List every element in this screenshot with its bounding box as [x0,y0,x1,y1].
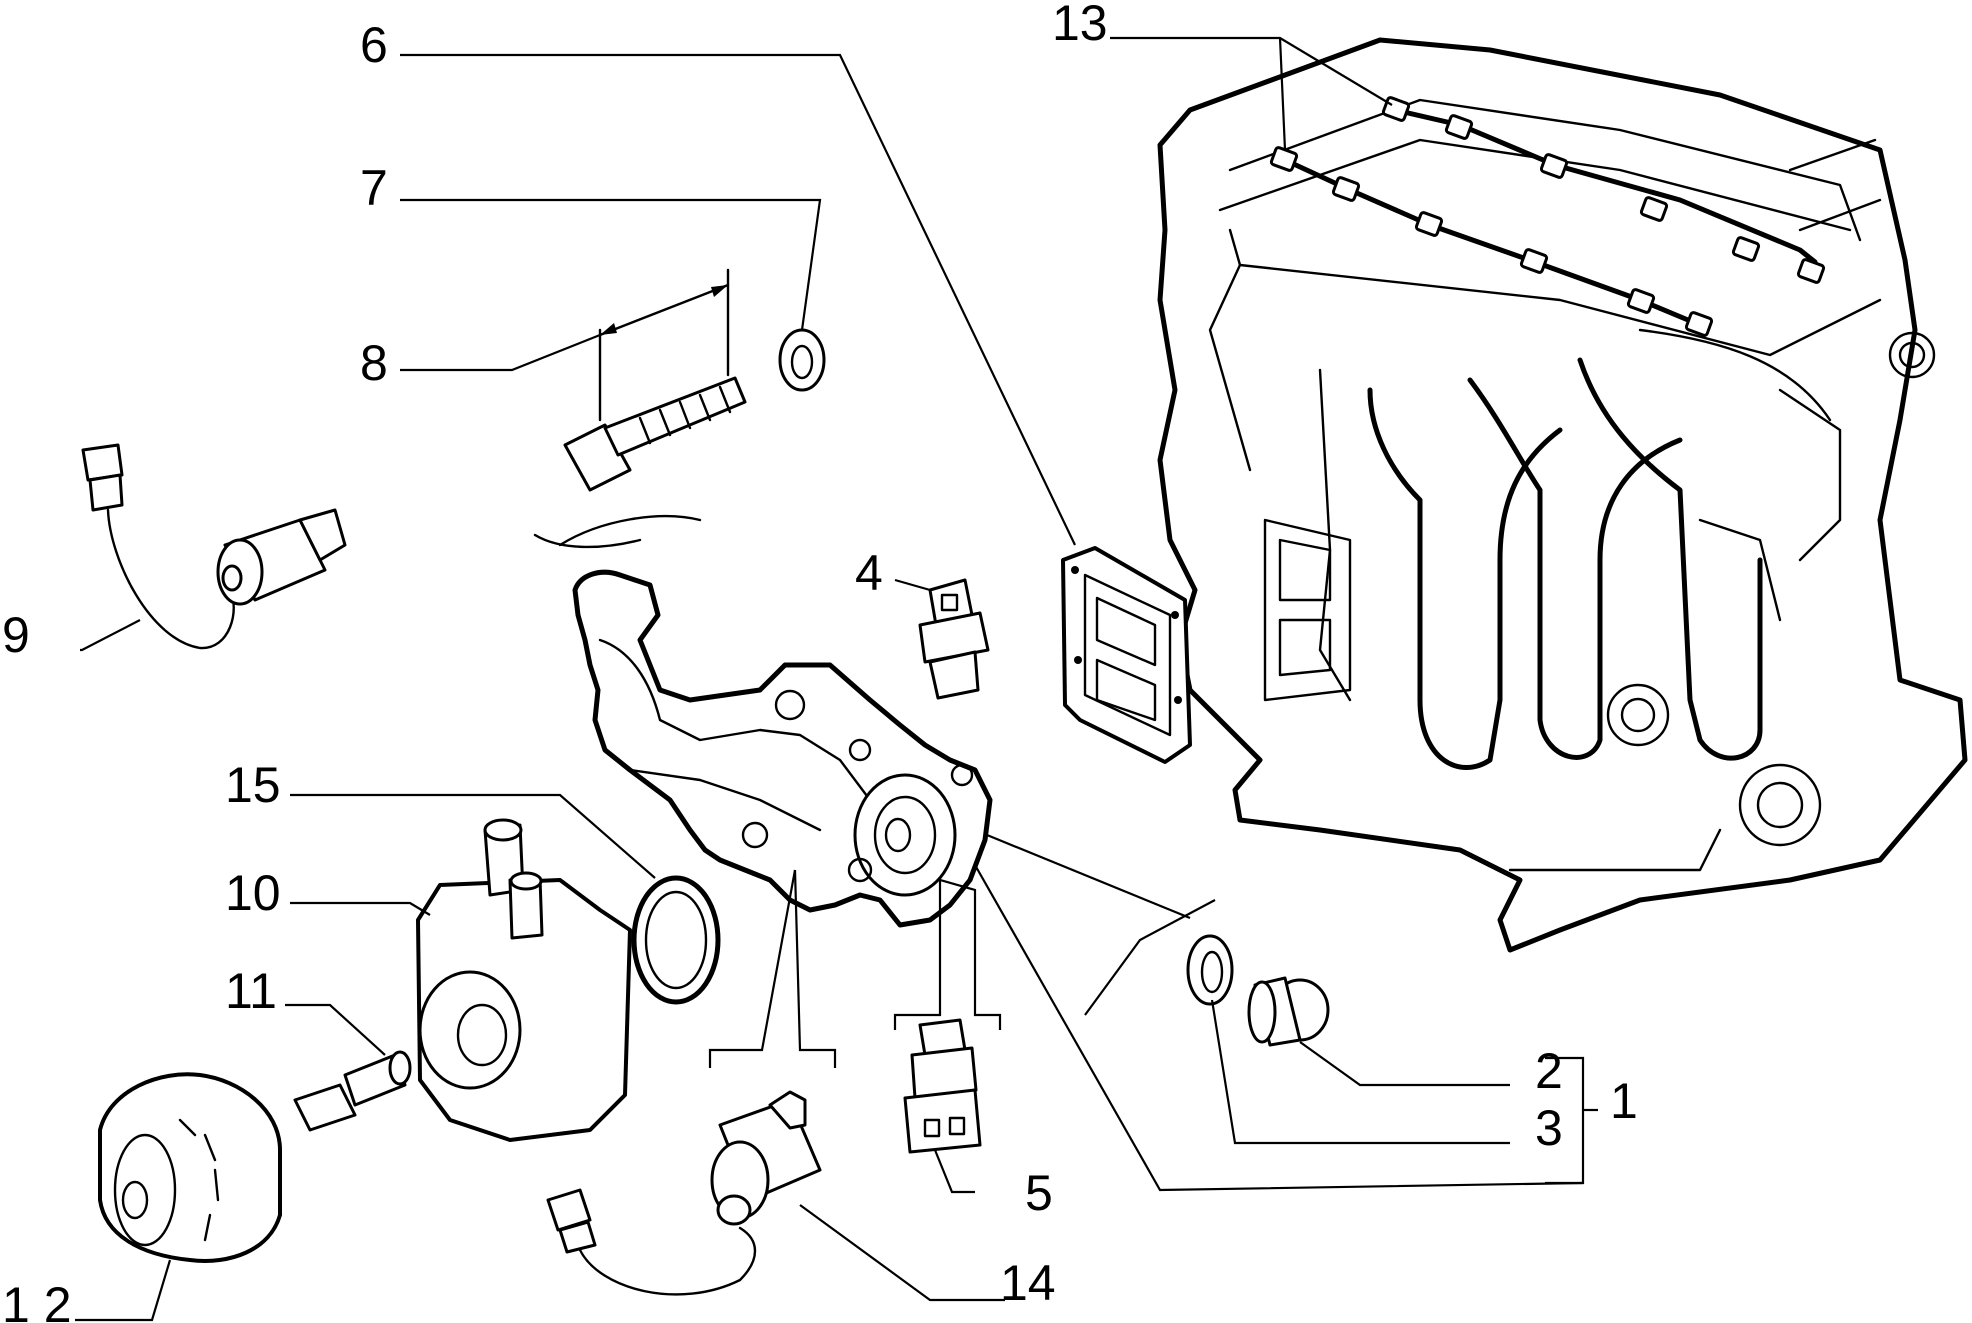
callout-4: 4 [855,545,883,601]
callout-2: 2 [1535,1043,1563,1099]
leader-lines [75,36,1598,1322]
callout-10: 10 [225,865,281,921]
banjo-bolt [563,376,747,492]
callout-8: 8 [360,335,388,391]
callout-1: 1 [1610,1073,1638,1129]
oil-cooler [416,818,632,1142]
injector-rail [1269,96,1826,337]
oil-pump-housing [533,515,993,928]
crush-washer [778,328,826,392]
dimension-line [598,268,730,422]
callout-12: 1 2 [2,1277,72,1323]
o-ring [631,875,721,1005]
callout-13: 13 [1052,0,1108,51]
union-bolt [293,1050,412,1132]
callout-numbers: 6 7 8 9 13 4 15 10 11 1 2 14 5 2 3 1 [2,0,1638,1323]
pressure-sender-with-lead [81,443,347,650]
sealing-washer [1186,934,1234,1006]
callout-3: 3 [1535,1100,1563,1156]
oil-filter [98,1072,282,1263]
callout-7: 7 [360,160,388,216]
callout-11: 11 [225,963,277,1019]
callout-15: 15 [225,757,281,813]
callout-9: 9 [2,607,30,663]
callout-5: 5 [1025,1165,1053,1221]
temperature-sender [918,578,990,700]
callout-6: 6 [360,17,388,73]
engine-block [1157,37,1968,953]
switch-sensor [903,1018,982,1154]
pressure-switch-with-lead [546,1090,822,1296]
gasket-plate [1061,546,1192,764]
drain-plug [1247,976,1330,1047]
callout-14: 14 [1000,1255,1056,1311]
